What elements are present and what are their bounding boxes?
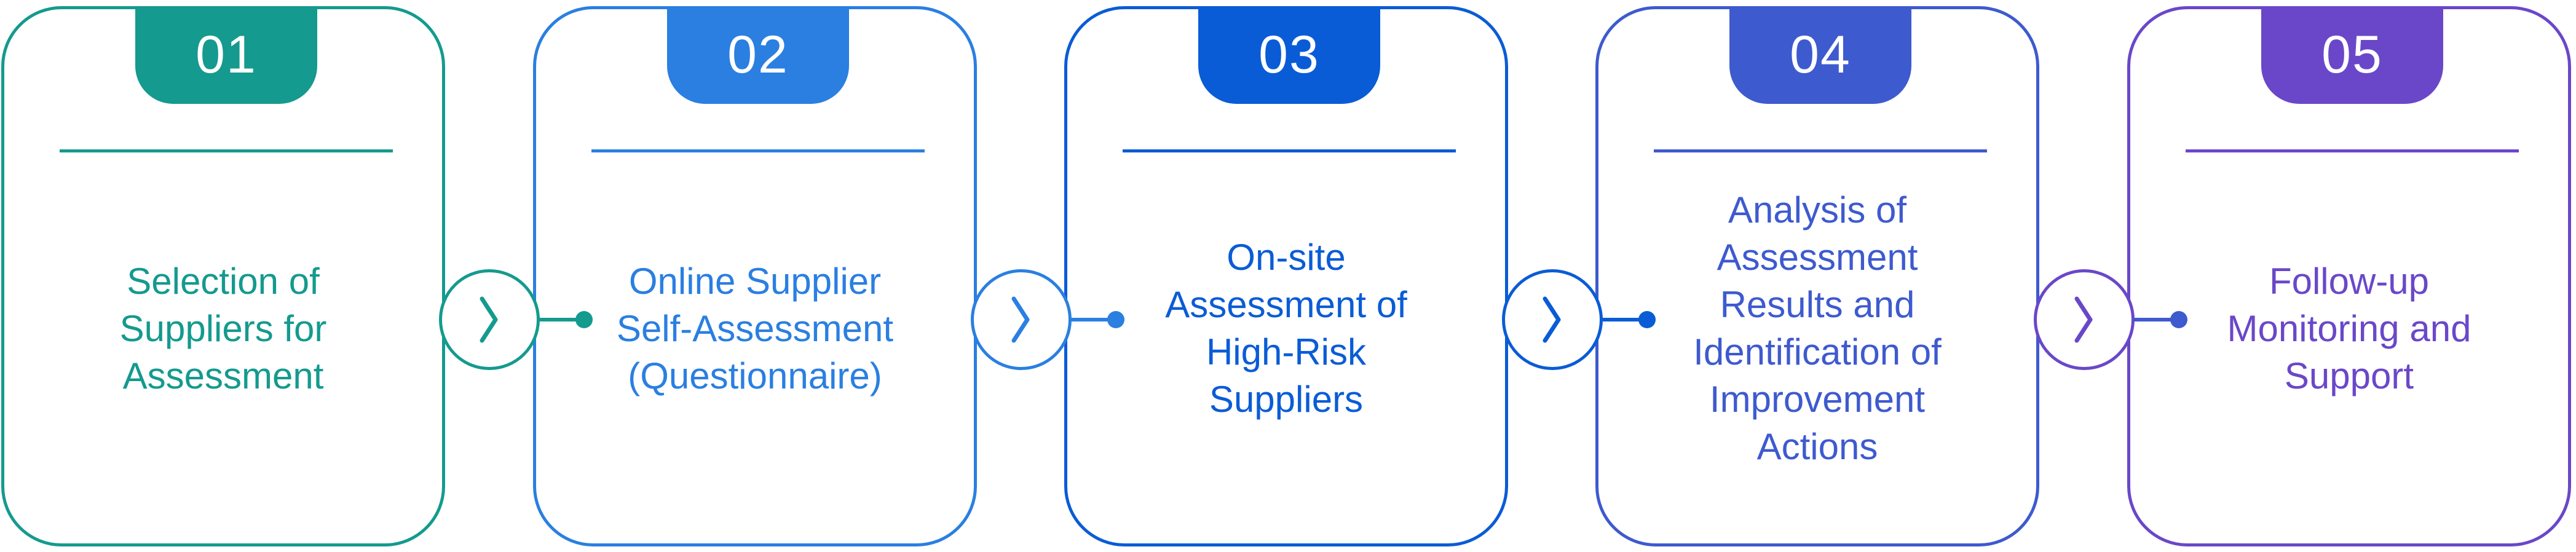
chevron-right-icon	[480, 296, 498, 343]
connector-line	[1602, 318, 1645, 321]
chevron-right-icon	[1011, 296, 1030, 343]
connector-circle	[439, 269, 540, 370]
connector-line	[1070, 318, 1113, 321]
connector-line	[539, 318, 582, 321]
step-label: Online Supplier Self-Assessment (Questio…	[616, 260, 894, 396]
chevron-right-icon	[2074, 296, 2093, 343]
step-label-container: Selection of Suppliers for Assessment	[29, 152, 417, 504]
step-number-badge: 03	[1198, 6, 1380, 104]
step-label: Selection of Suppliers for Assessment	[119, 260, 327, 396]
step-card-2: 02 Online Supplier Self-Assessment (Ques…	[533, 6, 977, 546]
step-number: 01	[196, 25, 257, 84]
divider	[591, 149, 925, 152]
step-card-1: 01 Selection of Suppliers for Assessment	[1, 6, 445, 546]
connector-dot	[1638, 311, 1656, 328]
connector-2	[971, 269, 1137, 370]
connector-1	[439, 269, 605, 370]
connector-circle	[971, 269, 1072, 370]
connector-circle	[1502, 269, 1603, 370]
step-number: 03	[1258, 25, 1320, 84]
step-label-container: Analysis of Assessment Results and Ident…	[1623, 152, 2012, 504]
step-label: Follow-up Monitoring and Support	[2227, 260, 2471, 396]
divider	[2186, 149, 2519, 152]
connector-circle	[2034, 269, 2135, 370]
step-number-badge: 01	[135, 6, 317, 104]
step-card-5: 05 Follow-up Monitoring and Support	[2127, 6, 2571, 546]
step-label-container: On-site Assessment of High-Risk Supplier…	[1092, 152, 1480, 504]
divider	[1654, 149, 1987, 152]
connector-dot	[575, 311, 593, 328]
step-label-container: Follow-up Monitoring and Support	[2155, 152, 2543, 504]
connector-line	[2133, 318, 2176, 321]
step-number: 02	[727, 25, 789, 84]
step-label: On-site Assessment of High-Risk Supplier…	[1165, 237, 1407, 420]
step-card-4: 04 Analysis of Assessment Results and Id…	[1595, 6, 2039, 546]
chevron-right-icon	[1543, 296, 1561, 343]
step-number: 05	[2321, 25, 2383, 84]
step-number-badge: 04	[1729, 6, 1911, 104]
step-number: 04	[1790, 25, 1851, 84]
divider	[1123, 149, 1456, 152]
connector-4	[2034, 269, 2200, 370]
step-label-container: Online Supplier Self-Assessment (Questio…	[561, 152, 949, 504]
connector-dot	[1107, 311, 1124, 328]
step-number-badge: 05	[2261, 6, 2443, 104]
step-card-3: 03 On-site Assessment of High-Risk Suppl…	[1064, 6, 1508, 546]
divider	[60, 149, 393, 152]
step-number-badge: 02	[667, 6, 849, 104]
connector-dot	[2170, 311, 2187, 328]
step-label: Analysis of Assessment Results and Ident…	[1693, 189, 1942, 467]
connector-3	[1502, 269, 1668, 370]
